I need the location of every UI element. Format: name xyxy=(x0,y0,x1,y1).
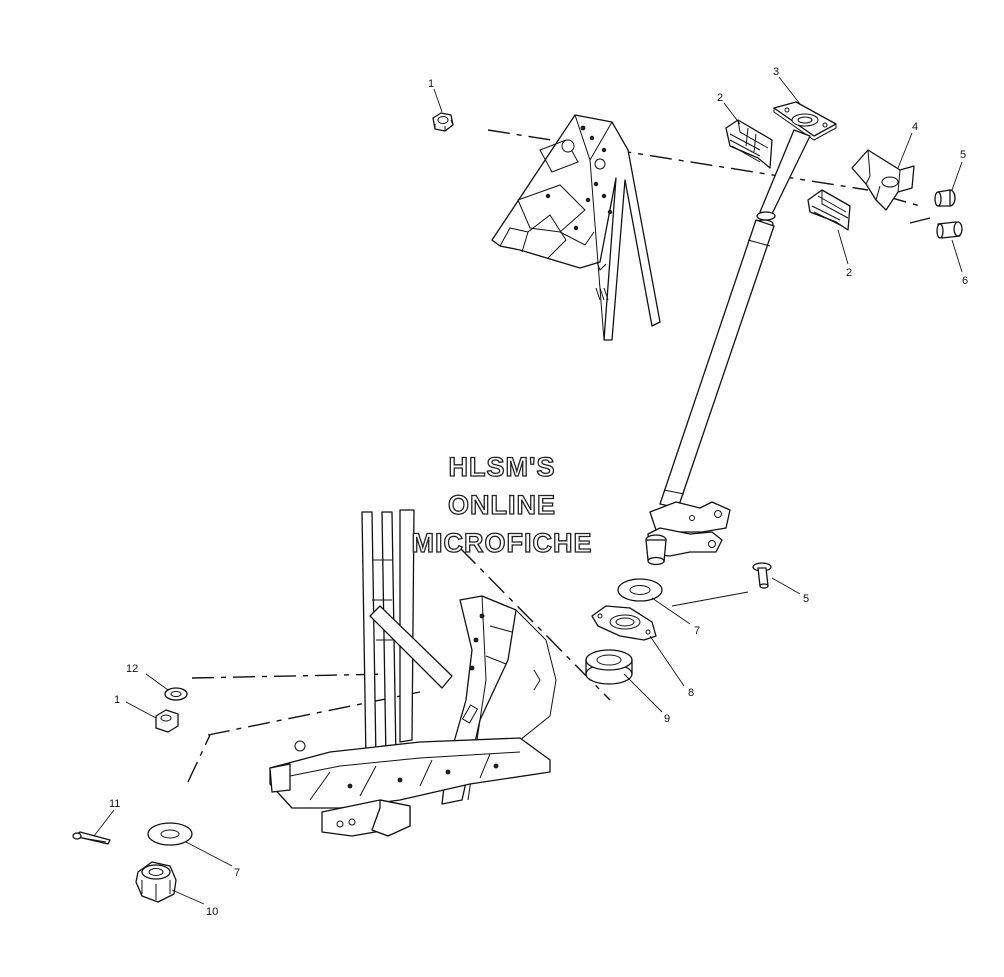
upper-frame-bracket xyxy=(491,114,661,341)
nut-1-top xyxy=(432,112,454,132)
callout-2-middle: 2 xyxy=(846,267,852,279)
callout-10: 10 xyxy=(206,906,218,918)
bearing-9 xyxy=(585,649,633,685)
alignment-line-nut-1-down xyxy=(187,734,211,783)
callout-9: 9 xyxy=(664,713,670,725)
steering-shaft-3 xyxy=(645,101,837,566)
clamp-4 xyxy=(851,149,915,211)
callout-5-lower: 5 xyxy=(803,593,809,605)
washer-7-lower xyxy=(147,822,193,846)
lower-frame xyxy=(269,509,557,837)
washer-12 xyxy=(164,687,188,701)
washer-7-right xyxy=(617,578,663,602)
callout-4: 4 xyxy=(912,121,918,133)
callout-5-top: 5 xyxy=(960,149,966,161)
alignment-line-bearing xyxy=(459,547,611,701)
watermark-line-1: HLSM'S xyxy=(449,452,556,482)
bushing-2-middle xyxy=(807,189,851,231)
callout-1-lower: 1 xyxy=(114,694,120,706)
callout-6: 6 xyxy=(962,275,968,287)
callout-3: 3 xyxy=(773,66,779,78)
sleeve-6 xyxy=(936,221,963,239)
callout-12: 12 xyxy=(126,663,138,675)
watermark-line-2: ONLINE xyxy=(448,490,556,520)
castle-nut-10 xyxy=(135,861,177,903)
bolt-5-lower xyxy=(752,562,772,589)
callout-leaders xyxy=(93,76,963,905)
callout-7-lower: 7 xyxy=(234,867,240,879)
callout-8: 8 xyxy=(688,687,694,699)
callout-7-right: 7 xyxy=(694,625,700,637)
bearing-flange-8 xyxy=(591,605,657,641)
callout-2-top: 2 xyxy=(717,92,723,104)
nut-1-lower xyxy=(155,709,179,733)
alignment-line-washer-12 xyxy=(191,673,391,679)
callout-11: 11 xyxy=(109,798,120,810)
cotter-pin-11 xyxy=(72,831,111,845)
alignment-line-bolt-5 xyxy=(671,591,749,607)
alignment-line-bolt-lower xyxy=(909,217,931,224)
callout-1-top: 1 xyxy=(428,78,434,90)
callout-numbers: 1 2 3 4 5 2 6 5 7 8 9 12 1 11 7 10 xyxy=(109,66,968,918)
watermark-line-3: MICROFICHE xyxy=(412,528,593,558)
alignment-line-top xyxy=(487,129,869,191)
bushing-2-upper xyxy=(725,119,773,169)
bolt-5-top xyxy=(934,189,956,207)
watermark: HLSM'S ONLINE MICROFICHE xyxy=(411,451,593,558)
